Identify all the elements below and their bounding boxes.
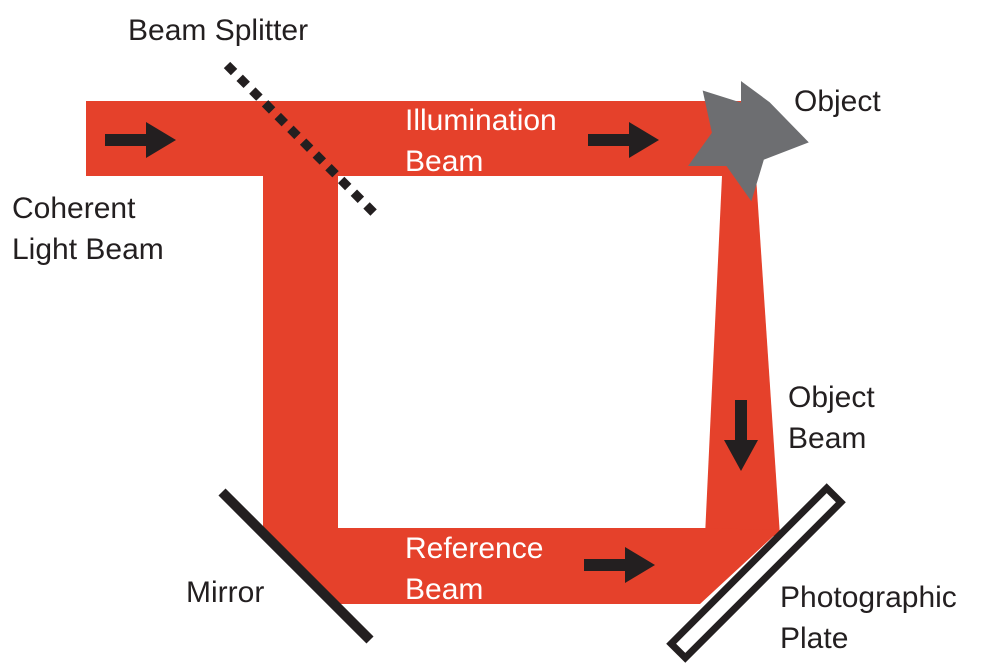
mirror-text: Mirror <box>186 576 265 609</box>
object-beam-line-1: Object <box>788 381 875 414</box>
beam-splitter-label: Beam Splitter <box>128 10 308 51</box>
plate-illuminated-area <box>700 528 780 604</box>
star-icon <box>688 81 809 202</box>
coherent-light-beam-line-1: Coherent <box>12 192 136 225</box>
reference-beam-horizontal <box>263 528 712 604</box>
coherent-light-beam <box>86 101 745 176</box>
coherent-light-beam-label: Coherent Light Beam <box>12 188 164 270</box>
arrow-icon <box>588 122 659 158</box>
arrow-icon <box>584 547 655 583</box>
beam-paths <box>86 101 780 604</box>
object-beam-line-2: Beam <box>788 422 867 455</box>
object-beam <box>705 176 780 536</box>
coherent-light-beam-line-2: Light Beam <box>12 233 164 266</box>
reference-beam-label: Reference Beam <box>405 528 543 610</box>
photographic-plate <box>666 483 846 663</box>
object-beam-label: Object Beam <box>788 377 875 459</box>
reference-beam-line-1: Reference <box>405 532 544 565</box>
illumination-beam-line-2: Beam <box>405 145 484 178</box>
reference-beam-line-2: Beam <box>405 573 484 606</box>
photographic-plate-line-2: Plate <box>780 622 849 655</box>
photographic-plate-label: Photographic Plate <box>780 577 957 659</box>
mirror <box>218 488 374 644</box>
object-label: Object <box>794 81 881 122</box>
beam-splitter-text: Beam Splitter <box>128 14 309 47</box>
object-text: Object <box>794 85 881 118</box>
arrow-icon <box>105 122 758 583</box>
reference-beam-vertical <box>263 176 338 530</box>
photographic-plate-line-1: Photographic <box>780 581 957 614</box>
mirror-label: Mirror <box>186 572 264 613</box>
illumination-beam-label: Illumination Beam <box>405 100 557 182</box>
illumination-beam-line-1: Illumination <box>405 104 557 137</box>
arrow-icon <box>105 122 176 158</box>
arrow-icon <box>724 400 758 471</box>
